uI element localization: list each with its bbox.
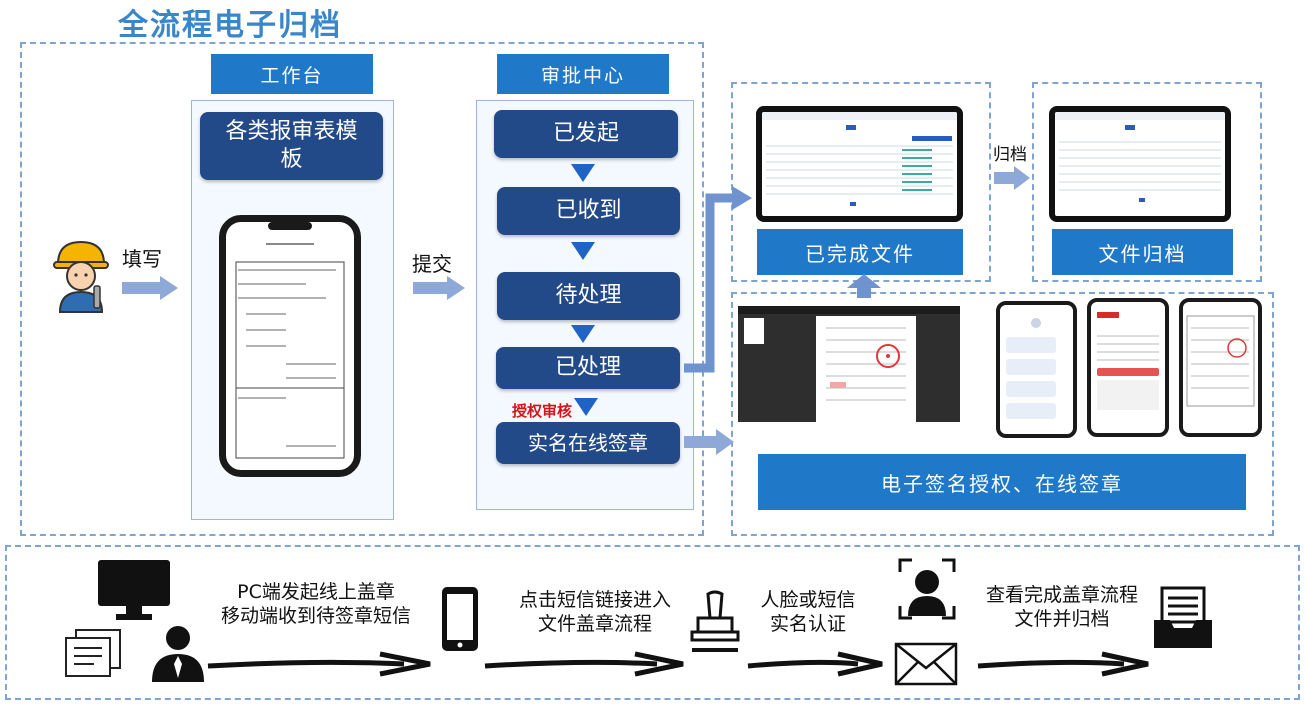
sign-to-signature-arrow (684, 429, 734, 455)
submit-label: 提交 (412, 252, 452, 276)
step2-arrow (484, 651, 684, 677)
completed-label: 已完成文件 (757, 229, 963, 275)
approval-header: 审批中心 (497, 54, 669, 94)
step-initiated[interactable]: 已发起 (494, 110, 678, 158)
workflow-area (20, 42, 704, 536)
bottom-process-area (5, 545, 1300, 700)
template-box[interactable]: 各类报审表模板 (200, 112, 383, 180)
step-processed[interactable]: 已处理 (496, 347, 680, 389)
worker-icon (53, 240, 109, 313)
completed-screen (756, 106, 963, 222)
step-pending[interactable]: 待处理 (497, 272, 680, 320)
fill-label: 填写 (122, 247, 162, 271)
down-arrow-3 (571, 325, 595, 343)
page-title: 全流程电子归档 (118, 8, 342, 43)
step-sign-online[interactable]: 实名在线签章 (496, 422, 680, 464)
sms-phone (996, 301, 1077, 438)
archive-arrow (994, 166, 1030, 190)
step4-text: 查看完成盖章流程 文件并归档 (964, 583, 1160, 631)
step1-text: PC端发起线上盖章 移动端收到待签章短信 (198, 580, 434, 628)
signature-label: 电子签名授权、在线签章 (758, 454, 1246, 510)
step3-line1: 人脸或短信 (760, 589, 856, 611)
archive-screen (1049, 106, 1231, 222)
step3-line2: 实名认证 (769, 613, 846, 635)
step4-line1: 查看完成盖章流程 (985, 584, 1138, 606)
step2-line2: 文件盖章流程 (537, 613, 652, 635)
down-arrow-2 (571, 242, 595, 260)
submit-arrow (413, 276, 465, 300)
down-arrow-1 (571, 164, 595, 182)
auth-note: 授权审核 (512, 402, 573, 420)
archive-box-icon (1154, 586, 1212, 648)
step2-line1: 点击短信链接进入 (518, 589, 671, 611)
archive-area (1032, 82, 1262, 282)
step1-line2: 移动端收到待签章短信 (220, 605, 411, 627)
user-icon (152, 626, 204, 682)
document-icon (65, 629, 121, 677)
step4-line2: 文件并归档 (1014, 608, 1110, 630)
fill-arrow (122, 276, 178, 300)
down-arrow-4 (574, 398, 598, 416)
signed-doc-phone (1179, 298, 1262, 437)
step4-arrow (977, 651, 1149, 677)
face-scan-icon (898, 558, 956, 620)
step2-text: 点击短信链接进入 文件盖章流程 (492, 588, 698, 636)
step3-text: 人脸或短信 实名认证 (740, 588, 876, 636)
signature-area (731, 292, 1274, 536)
sign-page-phone (1087, 298, 1169, 437)
signature-to-completed-arrow (847, 274, 881, 298)
step3-arrow (747, 651, 883, 677)
processed-to-completed-arrow (684, 186, 752, 373)
workbench-header: 工作台 (211, 54, 373, 94)
monitor-icon (98, 560, 170, 620)
stamp-icon (690, 590, 740, 652)
archive-arrow-label: 归档 (993, 145, 1027, 165)
step-received[interactable]: 已收到 (497, 187, 680, 235)
template-phone (219, 215, 361, 477)
phone-icon (442, 587, 478, 651)
archive-label: 文件归档 (1052, 229, 1233, 275)
step1-line1: PC端发起线上盖章 (237, 581, 395, 603)
step1-arrow (207, 651, 431, 677)
envelope-icon (894, 642, 958, 686)
pdf-sign-screen (738, 306, 960, 422)
